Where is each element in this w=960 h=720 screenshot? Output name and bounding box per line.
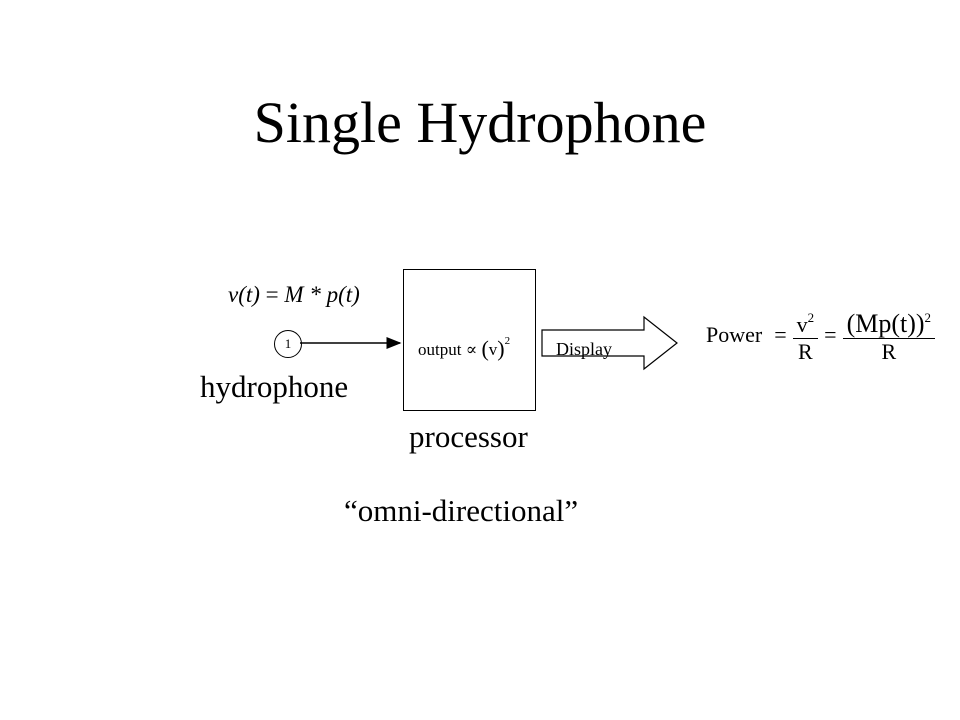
power-fraction-2-den: R — [881, 339, 897, 364]
processor-formula: output ∝ (v)2 — [418, 330, 510, 361]
voltage-rhs: M * p(t) — [284, 282, 360, 307]
processor-formula-text: output ∝ — [418, 340, 478, 359]
power-fraction-2-num: (Mp(t))2 — [842, 305, 936, 339]
power-fraction-2-exp: 2 — [924, 310, 932, 325]
power-eq2: = — [824, 322, 837, 347]
power-fraction-2-var: (Mp(t)) — [846, 309, 925, 338]
power-lhs: Power — [706, 322, 763, 347]
slide-title: Single Hydrophone — [253, 90, 707, 155]
voltage-lhs: v(t) — [228, 282, 260, 307]
display-label: Display — [556, 339, 612, 359]
display-arrow — [541, 315, 678, 371]
voltage-formula: v(t) = M * p(t) — [228, 281, 360, 309]
processor-box — [403, 269, 536, 411]
voltage-eq: = — [265, 282, 279, 307]
hydrophone-icon: 1 — [274, 330, 302, 358]
processor-label: processor — [409, 419, 528, 454]
processor-formula-exp: 2 — [504, 335, 511, 347]
hydrophone-label: hydrophone — [200, 369, 349, 404]
power-eq1: = — [774, 322, 787, 347]
sensor-id-label: 1 — [284, 336, 292, 351]
power-fraction-1-num: v2 — [792, 305, 819, 339]
processor-formula-close: ) — [497, 336, 505, 361]
power-fraction-1-var: v — [796, 312, 808, 337]
omni-directional-label: “omni-directional” — [344, 493, 579, 528]
processor-formula-var: v — [488, 340, 498, 359]
power-fraction-1-exp: 2 — [807, 310, 815, 325]
processor-formula-open: ( — [481, 336, 489, 361]
power-fraction-1-den: R — [798, 339, 813, 364]
